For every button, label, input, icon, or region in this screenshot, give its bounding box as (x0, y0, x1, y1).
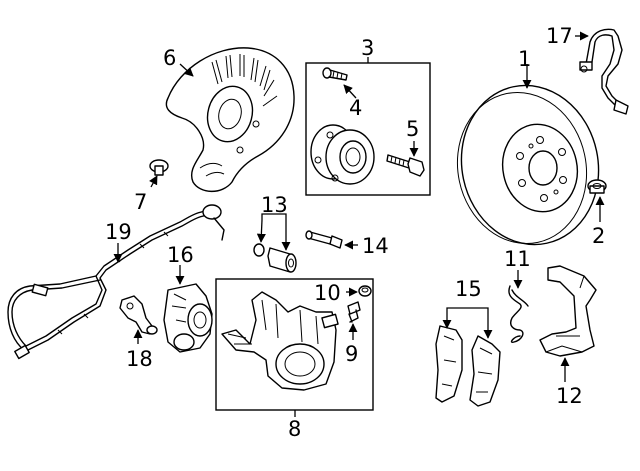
rotor-screw-part[interactable] (587, 179, 607, 194)
splash-shield-part[interactable] (165, 47, 295, 193)
callout-9: 9 (345, 342, 358, 366)
callout-6: 6 (163, 46, 176, 70)
callout-3: 3 (361, 36, 374, 60)
brake-hose-part[interactable] (579, 28, 629, 115)
guide-pin-part[interactable] (305, 230, 343, 249)
callout-1: 1 (518, 47, 531, 71)
callout-12: 12 (556, 384, 583, 408)
callout-17: 17 (546, 24, 573, 48)
guide-pin-bushing-part[interactable] (253, 243, 297, 273)
hub-bolt-part[interactable] (386, 154, 425, 177)
callout-18: 18 (126, 347, 153, 371)
callout-14: 14 (362, 234, 389, 258)
callout-16: 16 (167, 243, 194, 267)
brake-rotor-part[interactable] (444, 73, 614, 258)
callout-7: 7 (134, 190, 147, 214)
wheel-stud-part[interactable] (322, 67, 348, 81)
brake-pads-part[interactable] (435, 325, 501, 407)
bleeder-valve-part[interactable] (347, 301, 361, 323)
callout-4: 4 (349, 96, 362, 120)
callout-15: 15 (455, 277, 482, 301)
abs-sensor-part[interactable] (119, 295, 158, 335)
callout-13: 13 (261, 193, 288, 217)
wheel-hub-part[interactable] (310, 124, 375, 185)
callout-8: 8 (288, 417, 301, 441)
callout-19: 19 (105, 220, 132, 244)
parking-brake-motor-part[interactable] (163, 283, 213, 353)
brake-caliper-part[interactable] (221, 291, 339, 391)
callout-10: 10 (314, 281, 341, 305)
bleeder-cap-part[interactable] (358, 285, 372, 297)
callout-11: 11 (504, 247, 531, 271)
shield-bolt-part[interactable] (149, 159, 169, 176)
spring-clip-part[interactable] (508, 285, 529, 344)
caliper-bracket-part[interactable] (539, 265, 597, 357)
callout-2: 2 (592, 224, 605, 248)
callout-5: 5 (406, 117, 419, 141)
